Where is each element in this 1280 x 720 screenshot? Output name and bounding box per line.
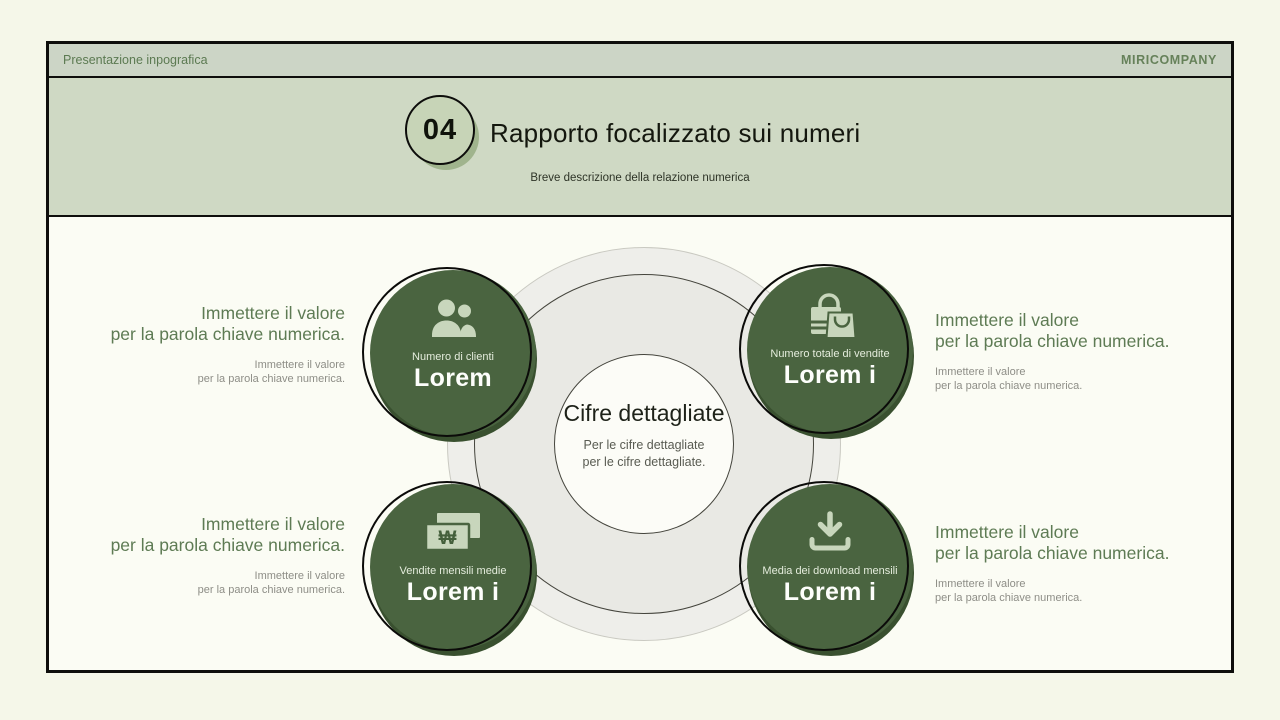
center-subtitle: Per le cifre dettagliate per le cifre de… <box>499 437 789 471</box>
shopping-bags-icon <box>802 292 858 339</box>
node-label: Vendite mensili medie <box>399 565 507 577</box>
caption-sub: Immettere il valore per la parola chiave… <box>935 577 1203 605</box>
node-label: Numero totale di vendite <box>770 348 890 360</box>
caption-line1: Immettere il valore <box>201 303 345 323</box>
presentation-title: Presentazione inpografica <box>63 53 208 67</box>
node-circle: Numero totale di vendite Lorem i <box>747 267 913 433</box>
banknotes-icon: ₩ <box>424 509 482 555</box>
caption-monthly-sales: Immettere il valore per la parola chiave… <box>77 514 345 597</box>
caption-sub: Immettere il valore per la parola chiave… <box>935 365 1203 393</box>
slide-topbar: Presentazione inpografica MIRICOMPANY <box>49 44 1231 78</box>
download-icon <box>807 509 853 555</box>
node-clients: Numero di clienti Lorem <box>362 267 537 442</box>
people-icon <box>427 295 479 341</box>
caption-downloads: Immettere il valore per la parola chiave… <box>935 522 1203 605</box>
caption-sub: Immettere il valore per la parola chiave… <box>77 569 345 597</box>
node-circle: Numero di clienti Lorem <box>370 270 536 436</box>
caption-line2: per la parola chiave numerica. <box>110 324 345 344</box>
caption-clients: Immettere il valore per la parola chiave… <box>77 303 345 386</box>
node-value: Lorem i <box>783 578 877 606</box>
center-title: Cifre dettagliate <box>563 400 725 426</box>
node-label: Media dei download mensili <box>762 565 898 577</box>
subcaption-line2: per la parola chiave numerica. <box>935 592 1083 604</box>
node-label: Numero di clienti <box>412 351 494 363</box>
node-value: Lorem <box>414 364 492 392</box>
slide: Presentazione inpografica MIRICOMPANY 04… <box>46 41 1234 673</box>
caption-line2: per la parola chiave numerica. <box>935 543 1170 563</box>
center-subtitle-line2: per le cifre dettagliate. <box>582 455 706 469</box>
section-number: 04 <box>405 95 475 165</box>
page-subtitle: Breve descrizione della relazione numeri… <box>530 172 750 184</box>
slide-body: Cifre dettagliate Per le cifre dettaglia… <box>49 217 1231 667</box>
caption-line2: per la parola chiave numerica. <box>110 535 345 555</box>
caption-main: Immettere il valore per la parola chiave… <box>935 310 1203 352</box>
subcaption-line1: Immettere il valore <box>935 578 1026 590</box>
node-value: Lorem i <box>783 361 877 389</box>
subcaption-line2: per la parola chiave numerica. <box>197 373 345 385</box>
caption-main: Immettere il valore per la parola chiave… <box>77 514 345 556</box>
node-sales: Numero totale di vendite Lorem i <box>739 264 914 439</box>
subcaption-line1: Immettere il valore <box>254 570 345 582</box>
caption-sub: Immettere il valore per la parola chiave… <box>77 358 345 386</box>
subcaption-line1: Immettere il valore <box>254 359 345 371</box>
node-monthly-sales: ₩ Vendite mensili medie Lorem i <box>362 481 537 656</box>
center-circle <box>554 354 734 534</box>
node-circle: ₩ Vendite mensili medie Lorem i <box>370 484 536 650</box>
caption-sales: Immettere il valore per la parola chiave… <box>935 310 1203 393</box>
section-number-badge: 04 <box>405 95 483 173</box>
page-title: Rapporto focalizzato sui numeri <box>490 118 861 148</box>
subcaption-line1: Immettere il valore <box>935 366 1026 378</box>
caption-line1: Immettere il valore <box>935 310 1079 330</box>
company-brand: MIRICOMPANY <box>1121 53 1217 67</box>
node-downloads: Media dei download mensili Lorem i <box>739 481 914 656</box>
node-circle: Media dei download mensili Lorem i <box>747 484 913 650</box>
caption-line1: Immettere il valore <box>201 514 345 534</box>
center-text-block: Cifre dettagliate Per le cifre dettaglia… <box>499 400 789 471</box>
center-subtitle-line1: Per le cifre dettagliate <box>583 438 705 452</box>
caption-main: Immettere il valore per la parola chiave… <box>77 303 345 345</box>
subcaption-line2: per la parola chiave numerica. <box>935 380 1083 392</box>
won-symbol: ₩ <box>439 528 457 549</box>
caption-main: Immettere il valore per la parola chiave… <box>935 522 1203 564</box>
slide-header: 04 Rapporto focalizzato sui numeri Breve… <box>49 78 1231 217</box>
caption-line1: Immettere il valore <box>935 522 1079 542</box>
subcaption-line2: per la parola chiave numerica. <box>197 584 345 596</box>
node-value: Lorem i <box>406 578 500 606</box>
caption-line2: per la parola chiave numerica. <box>935 331 1170 351</box>
